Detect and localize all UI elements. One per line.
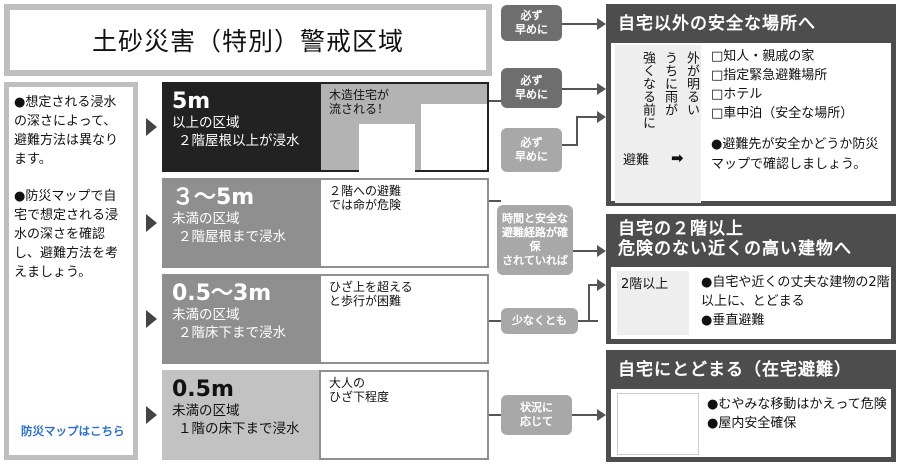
timing-text-2: うちに雨が: [662, 51, 677, 116]
arrow-head-icon: [597, 279, 606, 291]
connector-line: [588, 284, 598, 286]
list-item: □車中泊（安全な場所）: [711, 106, 854, 121]
arrow-head-icon: [597, 18, 606, 30]
depth-flood-level: １階の床下まで浸水: [178, 421, 300, 437]
intro-paragraph-1: ●想定される浸水の深さによって、避難方法は異なります。: [14, 95, 119, 167]
list-item: □ホテル: [711, 87, 763, 102]
illustration-5m: 木造住宅が 流される！: [319, 82, 489, 172]
depth-flood-level: ２階床下まで浸水: [178, 325, 286, 341]
list-item: ●屋内安全確保: [707, 416, 797, 431]
list-item: ●むやみな移動はかえって危険: [707, 397, 887, 412]
timing-text-1: 外が明るい: [684, 51, 699, 116]
depth-range: 未満の区域: [172, 211, 240, 227]
depth-range: 未満の区域: [172, 307, 240, 323]
pill-depending: 状況に 応じて: [501, 395, 572, 435]
connector-line: [572, 250, 598, 252]
pill-early-3: 必ず 早めに: [501, 128, 562, 172]
floor-label: 2階以上: [617, 271, 689, 335]
pill-early-1: 必ず 早めに: [501, 5, 562, 41]
connector-line: [572, 414, 598, 416]
evacuation-label: 避難: [623, 153, 650, 168]
arrow-head-icon: [597, 111, 606, 123]
intro-paragraph-2: ●防災マップで自宅で想定される浸水の深さを確認し、避難方法を考えましょう。: [14, 189, 119, 280]
connector-line: [562, 144, 576, 146]
disaster-map-link[interactable]: 防災マップはこちら: [21, 424, 125, 438]
list-item: ●垂直避難: [701, 313, 765, 328]
arrow-right-icon: [146, 406, 157, 424]
connector-line: [562, 23, 598, 25]
panel3-heading: 自宅にとどまる（在宅避難）: [606, 350, 896, 384]
connector-line: [489, 414, 501, 416]
timing-box: 外が明るい うちに雨が 強くなる前に 避難 ➡: [615, 45, 701, 203]
pill-at-least: 少なくとも: [501, 308, 578, 334]
panel3-list: ●むやみな移動はかえって危険 ●屋内安全確保: [707, 395, 891, 433]
depth-range: 未満の区域: [172, 403, 240, 419]
arrow-right-icon: [146, 118, 157, 136]
illustration-caption: ひざ上を超える と歩行が困難: [329, 280, 413, 308]
connector-line: [588, 284, 590, 322]
depth-value: 0.5～3m: [172, 281, 272, 306]
depth-0-5-3m: 0.5～3m 未満の区域 ２階床下まで浸水: [162, 274, 319, 364]
depth-value: 5m: [172, 89, 211, 114]
depth-value: 0.5m: [172, 377, 234, 402]
illustration-caption: 木造住宅が 流される！: [329, 88, 390, 116]
arrow-head-icon: [597, 409, 606, 421]
arrow-head-icon: [597, 245, 606, 257]
list-item: □知人・親戚の家: [711, 49, 815, 64]
illustration-caption: 大人の ひざ下程度: [329, 376, 390, 404]
depth-flood-level: ２階屋根まで浸水: [178, 229, 286, 245]
depth-3-5m: ３～5m 未満の区域 ２階屋根まで浸水: [162, 178, 319, 268]
list-item: ●自宅や近くの丈夫な建物の2階以上に、とどまる: [701, 275, 890, 309]
arrow-right-icon: [146, 214, 157, 232]
connector-line: [562, 88, 598, 90]
timing-text-3: 強くなる前に: [640, 51, 655, 129]
panel2-heading: 自宅の２階以上 危険のない近くの高い建物へ: [606, 214, 896, 264]
depth-under-0-5m: 0.5m 未満の区域 １階の床下まで浸水: [162, 370, 319, 460]
panel1-note: ●避難先が安全かどうか防災マップで確認しましょう。: [711, 137, 879, 172]
depth-5m-plus: 5m 以上の区域 ２階屋根以上が浸水: [162, 82, 319, 172]
panel1-body: 外が明るい うちに雨が 強くなる前に 避難 ➡ □知人・親戚の家 □指定緊急避難…: [606, 38, 896, 206]
arrow-right-icon: ➡: [671, 149, 684, 167]
arrow-head-icon: [597, 83, 606, 95]
destination-list: □知人・親戚の家 □指定緊急避難場所 □ホテル □車中泊（安全な場所）: [711, 47, 891, 123]
connector-line: [489, 100, 501, 102]
panel3-body: ●むやみな移動はかえって危険 ●屋内安全確保: [606, 384, 896, 462]
illustration-caption: ２階への避難 では命が危険: [329, 184, 402, 212]
connector-line: [489, 200, 501, 202]
depth-value: ３～5m: [172, 185, 255, 210]
panel2-list: ●自宅や近くの丈夫な建物の2階以上に、とどまる ●垂直避難: [701, 273, 891, 330]
arrow-right-icon: [146, 310, 157, 328]
title-box: 土砂災害（特別）警戒区域: [4, 4, 492, 76]
illustration-under-0-5m: 大人の ひざ下程度: [319, 370, 489, 460]
connector-line: [489, 320, 501, 322]
stay-home-illustration: [617, 393, 699, 455]
depth-flood-level: ２階屋根以上が浸水: [178, 133, 300, 149]
panel1-heading: 自宅以外の安全な場所へ: [606, 4, 896, 38]
connector-line: [576, 116, 598, 118]
pill-early-2: 必ず 早めに: [501, 68, 562, 108]
intro-box: ●想定される浸水の深さによって、避難方法は異なります。 ●防災マップで自宅で想定…: [4, 82, 138, 460]
page-title: 土砂災害（特別）警戒区域: [91, 27, 404, 56]
panel2-body: 2階以上 ●自宅や近くの丈夫な建物の2階以上に、とどまる ●垂直避難: [606, 262, 896, 344]
illustration-0-5-3m: ひざ上を超える と歩行が困難: [319, 274, 489, 364]
illustration-3-5m: ２階への避難 では命が危険: [319, 178, 489, 268]
depth-range: 以上の区域: [172, 115, 240, 131]
pill-time-route: 時間と安全な 避難経路が確保 されていれば: [497, 205, 573, 275]
connector-line: [576, 116, 578, 146]
list-item: □指定緊急避難場所: [711, 68, 828, 83]
